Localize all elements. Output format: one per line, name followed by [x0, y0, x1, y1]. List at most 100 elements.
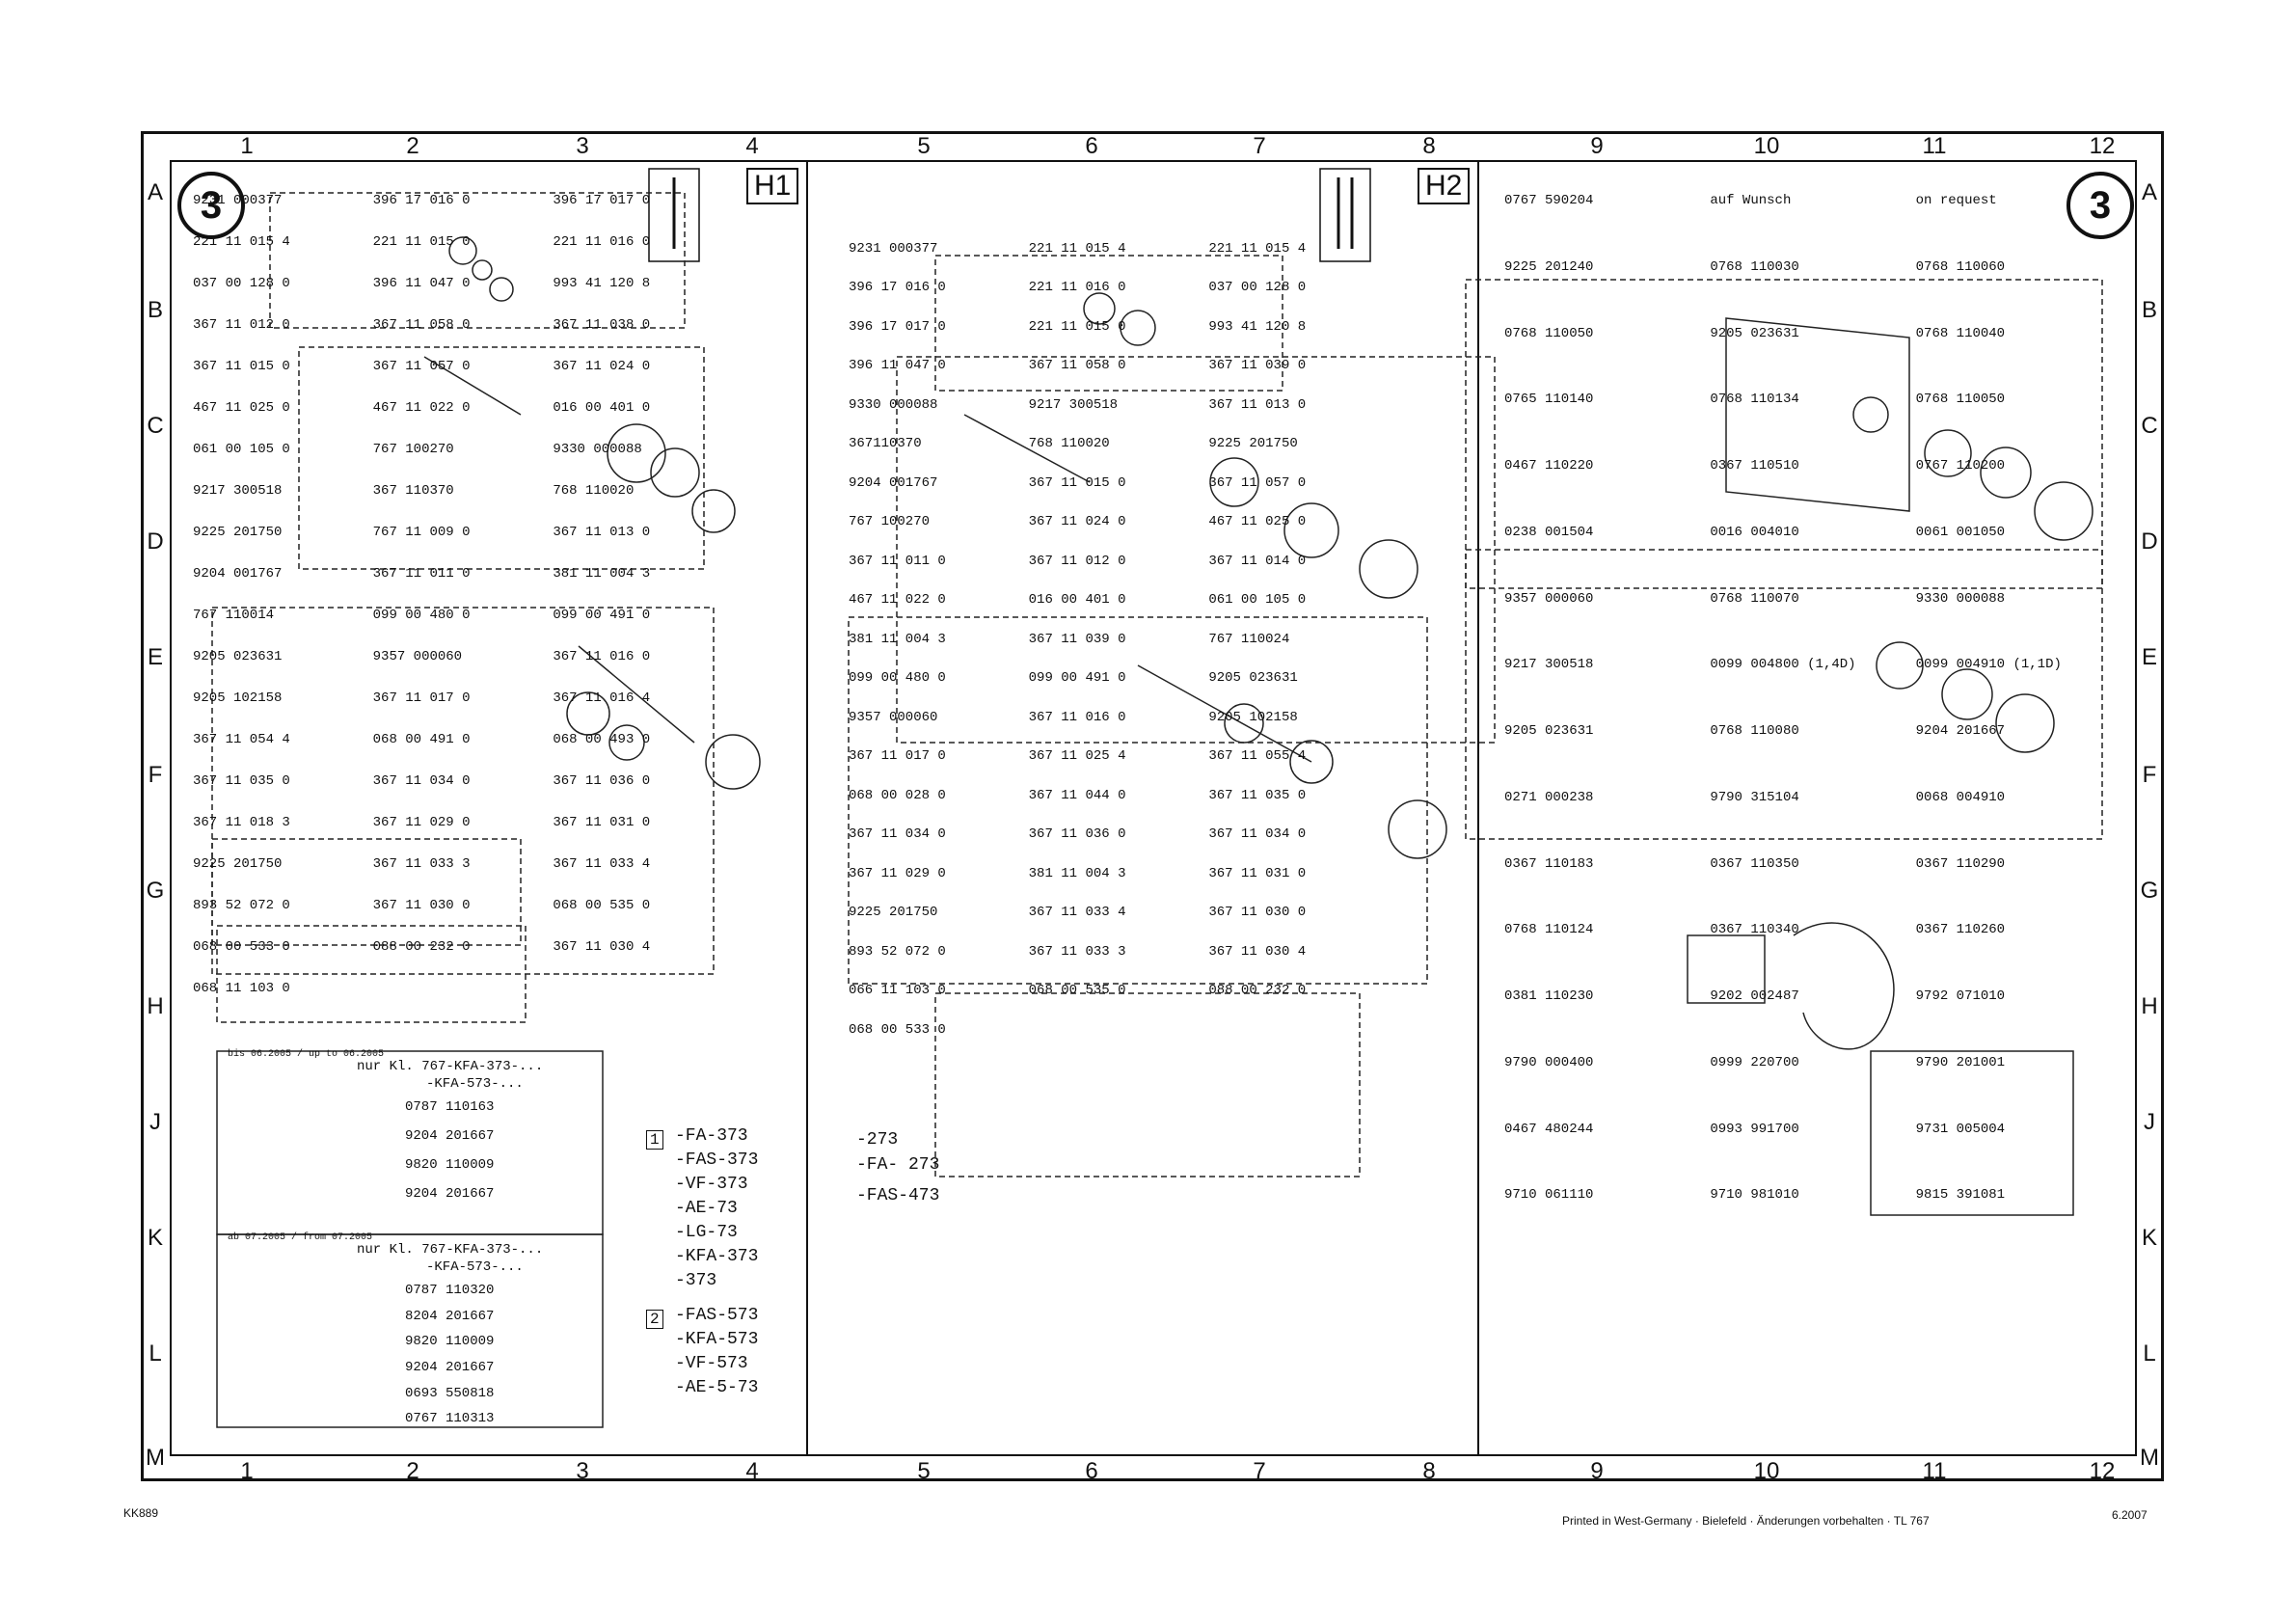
- part-label: 367 11 033 3: [1028, 943, 1126, 960]
- row-label: G: [2140, 878, 2159, 904]
- part-label: 9204 001767: [849, 474, 938, 491]
- part-label: 367 11 024 0: [553, 359, 651, 374]
- part-label: 367 11 030 4: [1208, 943, 1307, 960]
- part-label: 396 17 016 0: [372, 193, 471, 208]
- column-label: 11: [1922, 1458, 1947, 1484]
- part-label: 367 11 054 4: [193, 732, 290, 747]
- part-label: 367 11 017 0: [372, 690, 471, 706]
- part-label: 0787 110320: [405, 1283, 495, 1298]
- part-label: 367 11 030 0: [372, 898, 471, 913]
- part-label: 0467 480244: [1504, 1121, 1594, 1137]
- part-label: 9205 023631: [193, 649, 283, 664]
- part-label: 9204 201667: [405, 1360, 495, 1375]
- row-label: G: [146, 878, 165, 904]
- page-number-right: 3: [2066, 172, 2134, 239]
- part-label: 9225 201750: [193, 525, 283, 540]
- row-label: L: [2143, 1340, 2156, 1367]
- row-label: M: [2140, 1445, 2159, 1471]
- part-label: 367 11 017 0: [849, 748, 946, 765]
- part-label: 367 11 014 0: [1208, 553, 1307, 569]
- part-label: 367 11 016 4: [553, 690, 651, 706]
- part-label: 0768 110134: [1710, 392, 1799, 408]
- column-label: 12: [2089, 1458, 2116, 1484]
- part-label: 9790 000400: [1504, 1054, 1594, 1070]
- part-label: 768 110020: [1028, 436, 1110, 452]
- row-label: M: [146, 1445, 165, 1471]
- part-label: 0099 004800 (1,4D): [1710, 657, 1856, 673]
- part-label: 9815 391081: [1915, 1187, 2006, 1204]
- row-label: K: [147, 1225, 163, 1251]
- part-label: 221 11 016 0: [1028, 280, 1126, 296]
- part-label: 367 11 029 0: [372, 815, 471, 830]
- row-label: J: [2144, 1109, 2155, 1135]
- part-label: 396 17 016 0: [849, 280, 946, 296]
- column-label: 9: [1590, 1458, 1604, 1484]
- part-label: 9231 000377: [193, 193, 283, 208]
- panel-tag-h2: H2: [1418, 168, 1471, 204]
- part-label: 367 11 057 0: [1208, 474, 1307, 491]
- row-label: E: [147, 644, 163, 670]
- part-label: 9330 000088: [1915, 590, 2006, 607]
- part-label: 467 11 022 0: [849, 592, 946, 609]
- part-label: 9790 315104: [1710, 789, 1799, 805]
- part-label: 367 11 039 0: [1028, 631, 1126, 647]
- part-label: 367 11 012 0: [193, 317, 290, 333]
- part-label: 367 11 011 0: [372, 566, 471, 582]
- part-label: 9790 201001: [1915, 1054, 2006, 1070]
- part-label: 367 11 013 0: [1208, 396, 1307, 413]
- part-label: 9357 000060: [1504, 590, 1594, 607]
- part-label: 367 11 036 0: [1028, 826, 1126, 843]
- part-label: 367 11 016 0: [553, 649, 651, 664]
- part-label: 9204 201667: [405, 1186, 495, 1202]
- part-label: 0765 110140: [1504, 392, 1594, 408]
- part-label: 9710 061110: [1504, 1187, 1594, 1204]
- part-label: 068 00 491 0: [372, 732, 471, 747]
- part-label: 9202 002487: [1710, 988, 1799, 1004]
- part-label: 0768 110124: [1504, 922, 1594, 938]
- part-label: 9225 201750: [193, 856, 283, 872]
- column-label: 9: [1590, 133, 1604, 159]
- part-label: 061 00 105 0: [1208, 592, 1307, 609]
- part-label: 367 11 058 0: [1028, 358, 1126, 374]
- part-label: 099 00 491 0: [553, 608, 651, 623]
- column-label: 2: [406, 1458, 419, 1484]
- column-label: 6: [1085, 133, 1098, 159]
- part-label: 367 11 034 0: [1208, 826, 1307, 843]
- part-label: 068 00 493 0: [553, 732, 651, 747]
- part-label: 367 11 033 3: [372, 856, 471, 872]
- column-label: 5: [917, 1458, 931, 1484]
- part-label: 016 00 401 0: [553, 400, 651, 416]
- part-label: 221 11 015 4: [1028, 241, 1126, 257]
- inset-2-sub: -KFA-573-...: [426, 1259, 524, 1275]
- part-label: 367 11 044 0: [1028, 787, 1126, 803]
- part-label: 367 11 036 0: [553, 773, 651, 789]
- part-label: 9225 201750: [1208, 436, 1298, 452]
- part-label: 367 11 033 4: [1028, 905, 1126, 921]
- part-label: 9217 300518: [1504, 657, 1594, 673]
- inset-2-date: ab 07.2005 / from 07.2005: [228, 1232, 373, 1243]
- column-label: 4: [745, 1458, 759, 1484]
- model-h2-b: -FA- 273: [856, 1155, 940, 1175]
- needle-icon-single: [648, 168, 700, 262]
- part-label: 0768 110040: [1915, 325, 2006, 341]
- part-label: 0767 110200: [1915, 458, 2006, 474]
- column-label: 3: [576, 1458, 589, 1484]
- part-label: 893 52 072 0: [193, 898, 290, 913]
- part-label: 0099 004910 (1,1D): [1915, 657, 2062, 673]
- inset-1-sub: -KFA-573-...: [426, 1076, 524, 1092]
- footer-date: 6.2007: [2112, 1508, 2147, 1522]
- inner-frame: [170, 160, 2137, 1456]
- part-label: 9820 110009: [405, 1334, 495, 1350]
- part-label: on request: [1915, 193, 1997, 208]
- part-label: 993 41 120 8: [1208, 318, 1307, 335]
- column-label: 3: [576, 133, 589, 159]
- row-label: C: [147, 413, 164, 439]
- model-list-2: -FAS-573 -KFA-573 -VF-573 -AE-5-73: [675, 1306, 759, 1397]
- part-label: 367 11 025 4: [1028, 748, 1126, 765]
- row-label: E: [2141, 644, 2157, 670]
- part-label: 767 11 009 0: [372, 525, 471, 540]
- part-label: auf Wunsch: [1710, 193, 1792, 208]
- column-label: 11: [1922, 133, 1947, 159]
- part-label: 099 00 491 0: [1028, 670, 1126, 687]
- part-label: 367 11 058 0: [372, 317, 471, 333]
